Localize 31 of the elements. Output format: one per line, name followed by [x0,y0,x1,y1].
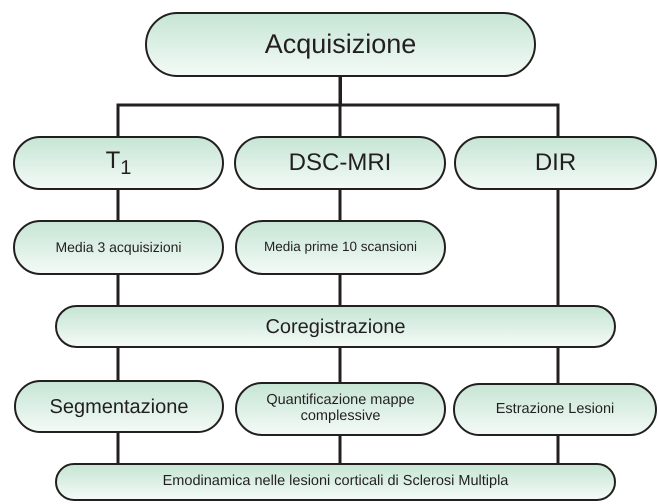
connector-line [556,190,560,305]
process-pill [55,463,616,501]
process-pill [454,136,657,190]
node-label: DIR [534,150,578,176]
process-pill [55,305,616,348]
node-label: Coregistrazione [264,316,407,338]
connector-line [338,77,342,136]
process-pill [235,382,446,436]
process-pill [13,136,224,190]
connector-line [116,275,120,305]
process-pill [453,383,657,436]
node-label: DSC-MRI [288,150,392,176]
node-label: Acquisizione [264,30,418,60]
connector-line [116,348,120,380]
connector-line [556,348,560,383]
process-pill [14,380,224,433]
node-label: Segmentazione [48,396,190,418]
connector-line [116,433,120,463]
process-pill [234,136,446,190]
connector-line [556,436,560,463]
node-label: Emodinamica nelle lesioni corticali di Sclerosi Multipla [162,474,510,490]
connector-line [338,348,342,382]
node-label: T$_{1}$ [104,148,132,178]
node-label: Quantificazione mappe complessive [265,393,416,425]
node-label: Media 3 acquisizioni [54,240,183,256]
connector-line [116,190,120,220]
node-label: Estrazione Lesioni [494,402,616,418]
connector-line [338,190,342,220]
connector-line [338,436,342,463]
connector-line [338,275,342,305]
node-label: Media prime 10 scansioni [262,240,418,255]
